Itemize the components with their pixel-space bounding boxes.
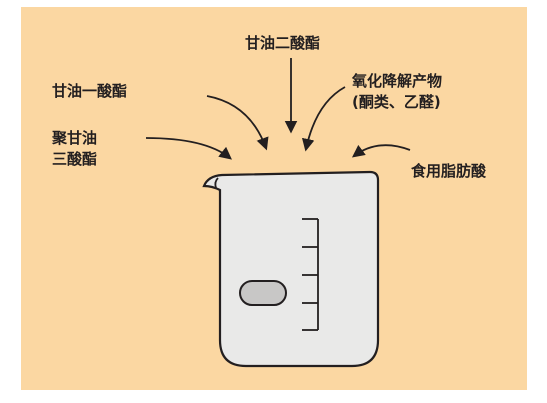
label-fatty-acid: 食用脂肪酸 xyxy=(411,162,487,180)
label-polyglyceride-line1: 聚甘油 xyxy=(52,129,98,147)
label-monoglyceride: 甘油一酸酯 xyxy=(52,82,128,100)
arrow-oxidation xyxy=(301,86,346,152)
arrow-monoglyceride xyxy=(206,95,269,151)
arrow-fatty-acid xyxy=(351,144,411,158)
label-oxidation-line1: 氧化降解产物 xyxy=(352,72,443,90)
beaker xyxy=(202,170,380,368)
stir-bar xyxy=(239,280,287,306)
label-oxidation-line2: (酮类、乙醛) xyxy=(352,93,441,111)
arrows xyxy=(145,58,411,160)
measurement-scale xyxy=(302,218,319,331)
beaker-spout xyxy=(214,177,219,189)
label-diglyceride: 甘油二酸酯 xyxy=(245,34,321,52)
arrow-polyglyceride xyxy=(145,137,232,160)
label-polyglyceride-line2: 三酸酯 xyxy=(52,150,98,168)
